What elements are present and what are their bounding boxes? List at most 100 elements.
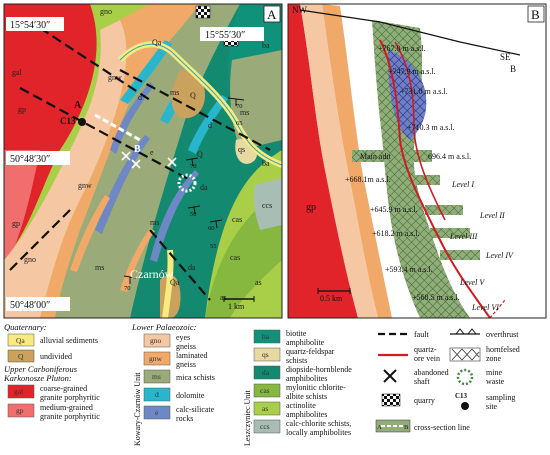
profile-label-b: B [134,144,141,155]
swatch-code: as [262,404,268,413]
legend-carb-title: Upper Carboniferous [4,364,78,374]
legend-as: actinolite [286,401,316,410]
swatch-code: d [155,390,159,399]
swatch-code: Q [18,352,24,361]
section-scale-label: 0.5 km [320,294,343,303]
coord-box [6,17,64,31]
legend-qa: alluvial sediments [40,336,98,345]
map-code-ms: ms [95,263,104,272]
legend-gnw: gneiss [176,360,196,369]
cross-section: B NW SE B gp +767.0 m a.s.l. +747.9 m a.… [287,3,547,319]
unit-ms-east-area [230,50,282,150]
quarry-icon [195,5,211,19]
dip-symbol [227,97,245,106]
elevation-label: +645.9 m a.s.l. [370,205,418,214]
unit-gnw-lens-2 [120,228,155,292]
legend-lowerpal-title: Lower Palaeozoic: [131,322,197,332]
swatch-qs [253,347,281,362]
panel-label-b: B [531,7,540,22]
map-code-qa: Qa [152,38,162,47]
legend-section-b: B [404,424,409,431]
map-code-q: Q [197,150,203,159]
map-code-da: da [188,263,196,272]
dip-value: 70 [190,163,197,170]
swatch-q [7,349,35,363]
town-label: Czarnów [130,267,174,281]
map-code-gp: gp [12,219,20,228]
legend-ms: mica schists [176,373,215,382]
legend-hornfels: zone [486,354,502,363]
map-code-ms: ms [150,218,159,227]
map-code-gno: gno [100,7,112,16]
swatch-gnw [143,351,171,366]
swatch-code: ccs [260,422,270,431]
legend-gp: medium-grained [40,403,93,412]
unit-gp-area [4,150,40,270]
elevation-label: 696.4 m a.s.l. [428,152,471,161]
legend-fault: fault [414,330,429,339]
section-topography [299,9,521,56]
unit-gno-area [4,20,127,318]
swatch-e [143,405,171,420]
unit-gnw-area [40,4,200,318]
legend: Quaternary: Qa alluvial sediments Q undi… [0,320,550,450]
swatch-code: ba [262,332,270,341]
fault-lines [9,27,271,301]
legend-qs: schists [286,356,307,365]
map-code-ba: ba [262,159,270,168]
swatch-code: gnw [149,354,163,363]
map-code-da: da [200,183,208,192]
unit-d-band-3 [188,95,228,154]
map-code-ba: ba [262,41,270,50]
dip-value: 55 [210,243,217,250]
sample-label: C13 [60,116,76,126]
map-code-as: as [220,293,227,302]
legend-vein: quartz- [414,345,437,354]
legend-carb-title: Karkonosze Pluton: [3,373,72,383]
legend-ba: amphibolite [286,338,325,347]
sampling-symbol-icon [461,402,469,410]
legend-da: amphibolites [286,374,327,383]
elevation-label: +767.0 m a.s.l. [378,44,426,53]
legend-gno: gneiss [176,342,196,351]
elevation-label: +618.2 m a.s.l. [372,229,420,238]
legend-d: dolomite [176,391,205,400]
unit-e-band-1 [110,82,154,154]
map-code-q: Q [190,91,196,100]
legend-ccs: locally amphibolites [286,428,351,437]
legend-overthrust: overthrust [486,330,519,339]
map-code-gp: gp [18,105,26,114]
level-label: Level III [449,232,478,241]
level-label: Level I [451,180,474,189]
unit-gnw-lens-1 [70,195,110,272]
panel-label-box [263,5,281,23]
elevation-label: +747.9 m a.s.l. [388,67,436,76]
unit-q-area [171,70,205,119]
swatch-qa [7,333,35,347]
legend-section-line: cross-section line [414,423,470,432]
swatch-code: e [155,408,159,417]
dip-value: 70 [124,285,131,292]
section-main-adit [352,150,432,162]
section-nw: NW [292,5,307,15]
map-frame [3,3,283,319]
dip-value: 60 [208,225,215,232]
map-code-cas: cas [232,215,242,224]
elevation-label: +593.4 m a.s.l. [385,265,433,274]
coord-top-left: 15°54′30″ [10,20,50,31]
coord-top-right: 15°55′30″ [205,30,245,41]
map-code-qs: qs [238,145,245,154]
swatch-gp [7,403,35,418]
section-gno [300,4,378,318]
swatch-gal [7,384,35,399]
coord-box [6,297,70,311]
legend-da: diopside-hornblende [286,365,352,374]
swatch-gno [143,333,171,348]
river-line [119,43,282,166]
elevation-label: +668.1m a.s.l. [345,175,391,184]
dip-symbol [209,219,223,229]
section-b: B [510,64,516,74]
map-code-ccs: ccs [262,201,272,210]
